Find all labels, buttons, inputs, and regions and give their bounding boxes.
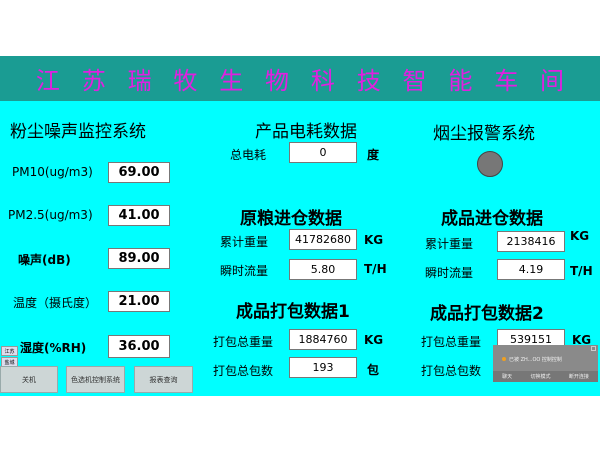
title-char: 瑞 bbox=[127, 67, 152, 95]
remote-control-popup: 已被 ZH...OO 控制控制 聊天 切换模式 断开连接 bbox=[493, 345, 598, 382]
power-label: 总电耗 bbox=[230, 148, 267, 162]
report-query-button[interactable]: 报表查询 bbox=[134, 366, 193, 393]
smoke-title: 烟尘报警系统 bbox=[433, 124, 535, 144]
title-char: 能 bbox=[448, 67, 473, 95]
noise-label: 噪声(dB) bbox=[18, 253, 71, 267]
pack1-count-value: 193 bbox=[289, 357, 357, 378]
title-char: 物 bbox=[265, 67, 290, 95]
chat-button[interactable]: 聊天 bbox=[502, 374, 513, 380]
title-char: 技 bbox=[356, 67, 381, 95]
title-char: 车 bbox=[494, 67, 519, 95]
popup-text: 已被 ZH...OO 控制控制 bbox=[509, 357, 562, 363]
humidity-value: 36.00 bbox=[108, 335, 170, 358]
pack1-count-label: 打包总包数 bbox=[213, 364, 274, 378]
smoke-alarm-indicator bbox=[477, 151, 503, 177]
pack1-weight-label: 打包总重量 bbox=[213, 335, 274, 349]
fin-flow-unit: T/H bbox=[570, 264, 593, 278]
raw-flow-value: 5.80 bbox=[289, 259, 357, 280]
pack1-title: 成品打包数据1 bbox=[236, 302, 350, 322]
fin-total-label: 累计重量 bbox=[425, 237, 474, 251]
close-icon[interactable] bbox=[591, 346, 596, 351]
pack2-count-label: 打包总包数 bbox=[421, 364, 482, 378]
fin-flow-value: 4.19 bbox=[497, 259, 565, 280]
status-dot-icon bbox=[502, 357, 506, 361]
pack2-weight-unit: KG bbox=[572, 333, 592, 347]
pack1-weight-unit: KG bbox=[364, 333, 384, 347]
raw-total-value: 41782680 bbox=[289, 229, 357, 250]
title-char: 间 bbox=[540, 67, 565, 95]
title-char: 科 bbox=[310, 67, 335, 95]
pm25-label: PM2.5(ug/m3) bbox=[8, 208, 93, 222]
pack2-title: 成品打包数据2 bbox=[430, 304, 544, 324]
color-sorter-button[interactable]: 色选机控制系统 bbox=[66, 366, 125, 393]
title-char: 生 bbox=[219, 67, 244, 95]
dust-title: 粉尘噪声监控系统 bbox=[10, 122, 146, 142]
noise-value: 89.00 bbox=[108, 248, 170, 269]
pack2-weight-label: 打包总重量 bbox=[421, 335, 482, 349]
raw-title: 原粮进仓数据 bbox=[240, 209, 342, 229]
temp-label: 温度（摄氏度） bbox=[13, 296, 98, 310]
fin-flow-label: 瞬时流量 bbox=[425, 266, 474, 280]
power-value: 0 bbox=[289, 142, 357, 163]
power-title: 产品电耗数据 bbox=[255, 122, 357, 142]
pm25-value: 41.00 bbox=[108, 205, 170, 226]
switch-mode-button[interactable]: 切换模式 bbox=[530, 374, 551, 380]
pm10-value: 69.00 bbox=[108, 162, 170, 183]
pack1-count-unit: 包 bbox=[367, 363, 380, 377]
shutdown-button[interactable]: 关机 bbox=[0, 366, 58, 393]
fin-total-value: 2138416 bbox=[497, 231, 565, 252]
fin-total-unit: KG bbox=[570, 229, 590, 243]
raw-flow-unit: T/H bbox=[364, 262, 387, 276]
title-char: 苏 bbox=[81, 67, 106, 95]
disconnect-button[interactable]: 断开连接 bbox=[568, 374, 589, 380]
raw-flow-label: 瞬时流量 bbox=[220, 264, 269, 278]
raw-total-label: 累计重量 bbox=[220, 235, 269, 249]
title-char: 牧 bbox=[173, 67, 198, 95]
power-unit: 度 bbox=[367, 148, 380, 162]
title-char: 江 bbox=[35, 67, 60, 95]
humidity-label: 湿度(%RH) bbox=[20, 341, 87, 355]
location-tag: 江苏 bbox=[1, 346, 18, 356]
pack1-weight-value: 1884760 bbox=[289, 329, 357, 350]
temp-value: 21.00 bbox=[108, 291, 170, 312]
title-char: 智 bbox=[402, 67, 427, 95]
raw-total-unit: KG bbox=[364, 233, 384, 247]
pm10-label: PM10(ug/m3) bbox=[12, 165, 93, 179]
app-title: 江苏瑞牧生物科技智能车间 bbox=[0, 56, 600, 101]
fin-title: 成品进仓数据 bbox=[441, 209, 543, 229]
